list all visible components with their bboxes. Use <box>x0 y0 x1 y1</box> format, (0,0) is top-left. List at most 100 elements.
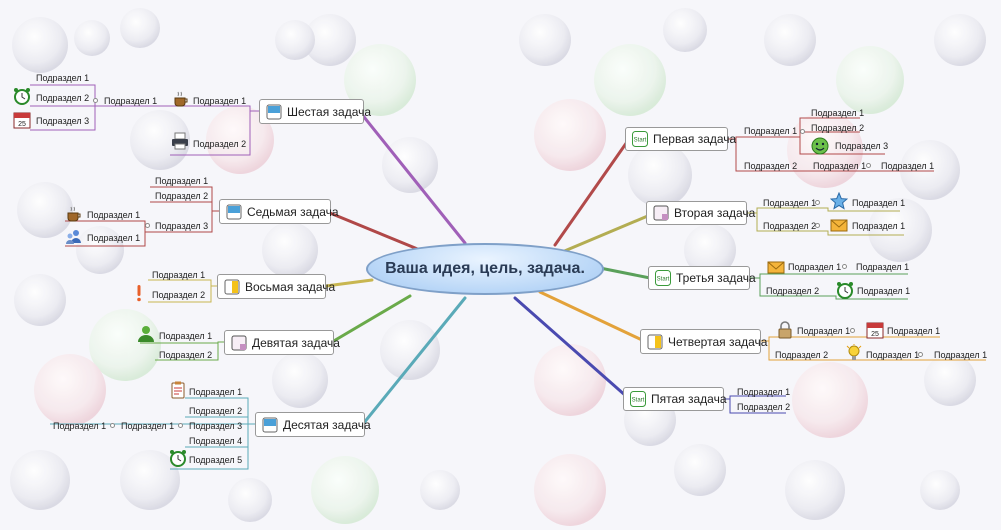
collapse-toggle[interactable] <box>842 264 847 269</box>
clipboard-icon <box>171 381 185 399</box>
t4-s2-subtopic-1[interactable]: Подраздел 1 <box>866 350 920 360</box>
t8-subtopic-2[interactable]: Подраздел 2 <box>152 290 206 300</box>
t2-subtopic-1[interactable]: Подраздел 1 <box>763 198 817 208</box>
star-icon <box>830 192 848 210</box>
t1-s1-subtopic-2[interactable]: Подраздел 2 <box>811 123 865 133</box>
document-icon <box>231 335 247 350</box>
t10-subtopic-4[interactable]: Подраздел 4 <box>189 436 243 446</box>
collapse-toggle[interactable] <box>815 200 820 205</box>
t4-subtopic-1[interactable]: Подраздел 1 <box>797 326 851 336</box>
task-node-10-label: Десятая задача <box>283 417 371 432</box>
t10-subtopic-1[interactable]: Подраздел 1 <box>189 387 243 397</box>
task-node-2[interactable]: Вторая задача <box>646 201 755 225</box>
t3-subtopic-1[interactable]: Подраздел 1 <box>788 262 842 272</box>
task-node-2-label: Вторая задача <box>674 206 756 220</box>
start-icon: Start <box>655 270 671 286</box>
t7-s3-subtopic-1[interactable]: Подраздел 1 <box>87 210 141 220</box>
t3-s2-subtopic-1[interactable]: Подраздел 1 <box>857 286 911 296</box>
t10-subtopic-5[interactable]: Подраздел 5 <box>189 455 243 465</box>
t1-s2-s1-subtopic-1[interactable]: Подраздел 1 <box>881 161 935 171</box>
blue-page-icon <box>266 104 282 119</box>
t1-s1-subtopic-1[interactable]: Подраздел 1 <box>811 108 865 118</box>
collapse-toggle[interactable] <box>145 223 150 228</box>
t1-s1-subtopic-3[interactable]: Подраздел 3 <box>835 141 889 151</box>
t1-s2-subtopic-1[interactable]: Подраздел 1 <box>813 161 867 171</box>
yellow-page-icon <box>224 279 240 294</box>
sub-connector <box>170 447 249 470</box>
sub-connector <box>155 342 219 361</box>
light-bulb-icon <box>846 344 862 360</box>
t1-subtopic-1[interactable]: Подраздел 1 <box>744 126 798 136</box>
t8-subtopic-1[interactable]: Подраздел 1 <box>152 270 206 280</box>
collapse-toggle[interactable] <box>815 223 820 228</box>
t6-s1-s1-subtopic-2[interactable]: Подраздел 2 <box>36 93 90 103</box>
branch-7 <box>328 211 422 252</box>
t10-s3-subtopic-1[interactable]: Подраздел 1 <box>121 421 175 431</box>
sub-connector <box>148 286 212 303</box>
alarm-clock-icon <box>14 88 30 105</box>
t10-subtopic-2[interactable]: Подраздел 2 <box>189 406 243 416</box>
t6-subtopic-2[interactable]: Подраздел 2 <box>193 139 247 149</box>
task-node-5-label: Пятая задача <box>651 392 727 406</box>
t2-s1-subtopic-1[interactable]: Подраздел 1 <box>852 198 906 208</box>
t4-subtopic-2[interactable]: Подраздел 2 <box>775 350 829 360</box>
t2-subtopic-2[interactable]: Подраздел 2 <box>763 221 817 231</box>
t7-subtopic-1[interactable]: Подраздел 1 <box>155 176 209 186</box>
t1-subtopic-2[interactable]: Подраздел 2 <box>744 161 798 171</box>
t6-s1-s1-subtopic-1[interactable]: Подраздел 1 <box>36 73 90 83</box>
task-node-8-label: Восьмая задача <box>245 279 336 294</box>
t9-subtopic-1[interactable]: Подраздел 1 <box>159 331 213 341</box>
t4-s2-s1-subtopic-1[interactable]: Подраздел 1 <box>934 350 988 360</box>
collapse-toggle[interactable] <box>918 352 923 357</box>
blue-page-icon <box>226 204 242 219</box>
collapse-toggle[interactable] <box>866 163 871 168</box>
collapse-toggle[interactable] <box>850 328 855 333</box>
sub-connector <box>756 213 904 236</box>
t7-subtopic-3[interactable]: Подраздел 3 <box>155 221 209 231</box>
collapse-toggle[interactable] <box>93 98 98 103</box>
task-node-8[interactable]: Восьмая задача <box>217 274 335 299</box>
t2-s2-subtopic-1[interactable]: Подраздел 1 <box>852 221 906 231</box>
task-node-7[interactable]: Седьмая задача <box>219 199 339 224</box>
t5-subtopic-2[interactable]: Подраздел 2 <box>737 402 791 412</box>
branch-8 <box>324 278 374 288</box>
sub-connector <box>729 399 786 414</box>
user-icon <box>138 326 154 342</box>
sub-connector <box>30 106 96 131</box>
t3-s1-subtopic-1[interactable]: Подраздел 1 <box>856 262 910 272</box>
t7-s3-subtopic-2[interactable]: Подраздел 1 <box>87 233 141 243</box>
task-node-4[interactable]: Четвертая задача <box>640 329 767 354</box>
coffee-cup-icon <box>174 91 188 107</box>
t10-subtopic-3[interactable]: Подраздел 3 <box>189 421 243 431</box>
t6-s1-subtopic-1[interactable]: Подраздел 1 <box>104 96 158 106</box>
collapse-toggle[interactable] <box>800 129 805 134</box>
t6-s1-s1-subtopic-3[interactable]: Подраздел 3 <box>36 116 90 126</box>
task-node-9-label: Девятая задача <box>252 335 340 350</box>
user-group-icon <box>66 230 81 244</box>
t5-subtopic-1[interactable]: Подраздел 1 <box>737 387 791 397</box>
task-node-3[interactable]: Start Третья задача <box>648 266 756 290</box>
task-node-10[interactable]: Десятая задача <box>255 412 371 437</box>
t6-subtopic-1[interactable]: Подраздел 1 <box>193 96 247 106</box>
collapse-toggle[interactable] <box>110 423 115 428</box>
task-node-9[interactable]: Девятая задача <box>224 330 340 355</box>
svg-text:Start: Start <box>657 277 670 283</box>
task-node-1[interactable]: Start Первая задача <box>625 127 736 151</box>
padlock-icon <box>778 321 792 339</box>
task-node-6[interactable]: Шестая задача <box>259 99 371 124</box>
t3-subtopic-2[interactable]: Подраздел 2 <box>766 286 820 296</box>
central-topic[interactable]: Ваша идея, цель, задача. <box>366 243 604 295</box>
document-icon <box>653 205 669 221</box>
branch-6 <box>358 110 467 245</box>
task-node-4-label: Четвертая задача <box>668 334 768 349</box>
t10-s3-s1-subtopic-1[interactable]: Подраздел 1 <box>53 421 107 431</box>
t4-s1-subtopic-1[interactable]: Подраздел 1 <box>887 326 941 336</box>
sub-connector <box>750 273 908 279</box>
task-node-5[interactable]: Start Пятая задача <box>623 387 727 411</box>
branch-3 <box>598 266 652 280</box>
t7-subtopic-2[interactable]: Подраздел 2 <box>155 191 209 201</box>
t9-subtopic-2[interactable]: Подраздел 2 <box>159 350 213 360</box>
collapse-toggle[interactable] <box>178 423 183 428</box>
